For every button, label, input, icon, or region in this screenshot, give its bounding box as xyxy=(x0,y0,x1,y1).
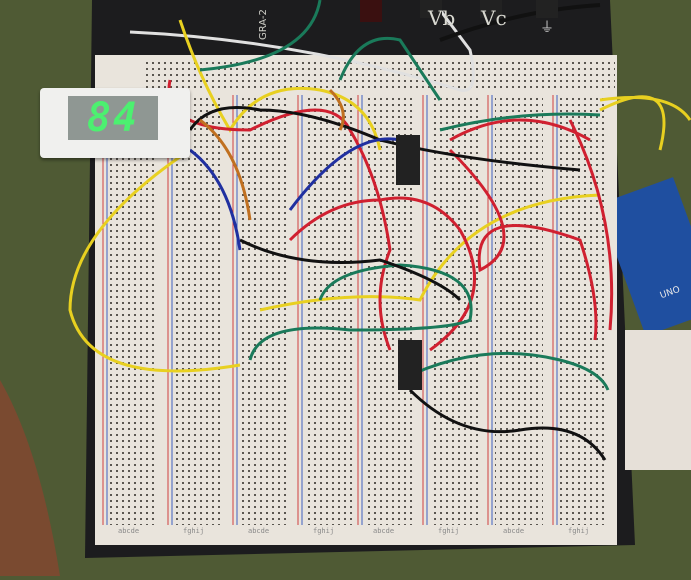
column-label: fghij xyxy=(438,527,460,535)
terminal-label-vb: Vb xyxy=(428,6,456,30)
display-digits: 84 xyxy=(68,96,158,140)
ground-symbol: ⏚ xyxy=(540,20,554,36)
terminal-label-vc: Vc xyxy=(481,6,507,30)
binding-post xyxy=(480,0,502,18)
terminal-strip xyxy=(305,95,353,525)
column-label: abcde xyxy=(118,527,140,535)
column-label: fghij xyxy=(183,527,205,535)
ic-chip xyxy=(396,135,420,185)
column-label: fghij xyxy=(568,527,590,535)
column-label: abcde xyxy=(503,527,525,535)
binding-post xyxy=(360,0,382,22)
terminal-strip xyxy=(560,95,608,525)
terminal-strip xyxy=(495,95,543,525)
board-model-label: GRA-2 xyxy=(258,9,269,40)
seven-segment-display: 84 xyxy=(40,88,190,158)
binding-post xyxy=(420,0,442,18)
column-label: abcde xyxy=(248,527,270,535)
column-label: fghij xyxy=(313,527,335,535)
wood-table xyxy=(0,380,60,576)
column-label: abcde xyxy=(373,527,395,535)
terminal-strip xyxy=(110,95,158,525)
arduino-board xyxy=(597,177,691,337)
terminal-strip xyxy=(175,95,223,525)
ic-chip xyxy=(398,340,422,390)
binding-post xyxy=(536,0,558,18)
top-power-rail xyxy=(145,60,615,90)
mini-breadboard xyxy=(625,330,691,470)
